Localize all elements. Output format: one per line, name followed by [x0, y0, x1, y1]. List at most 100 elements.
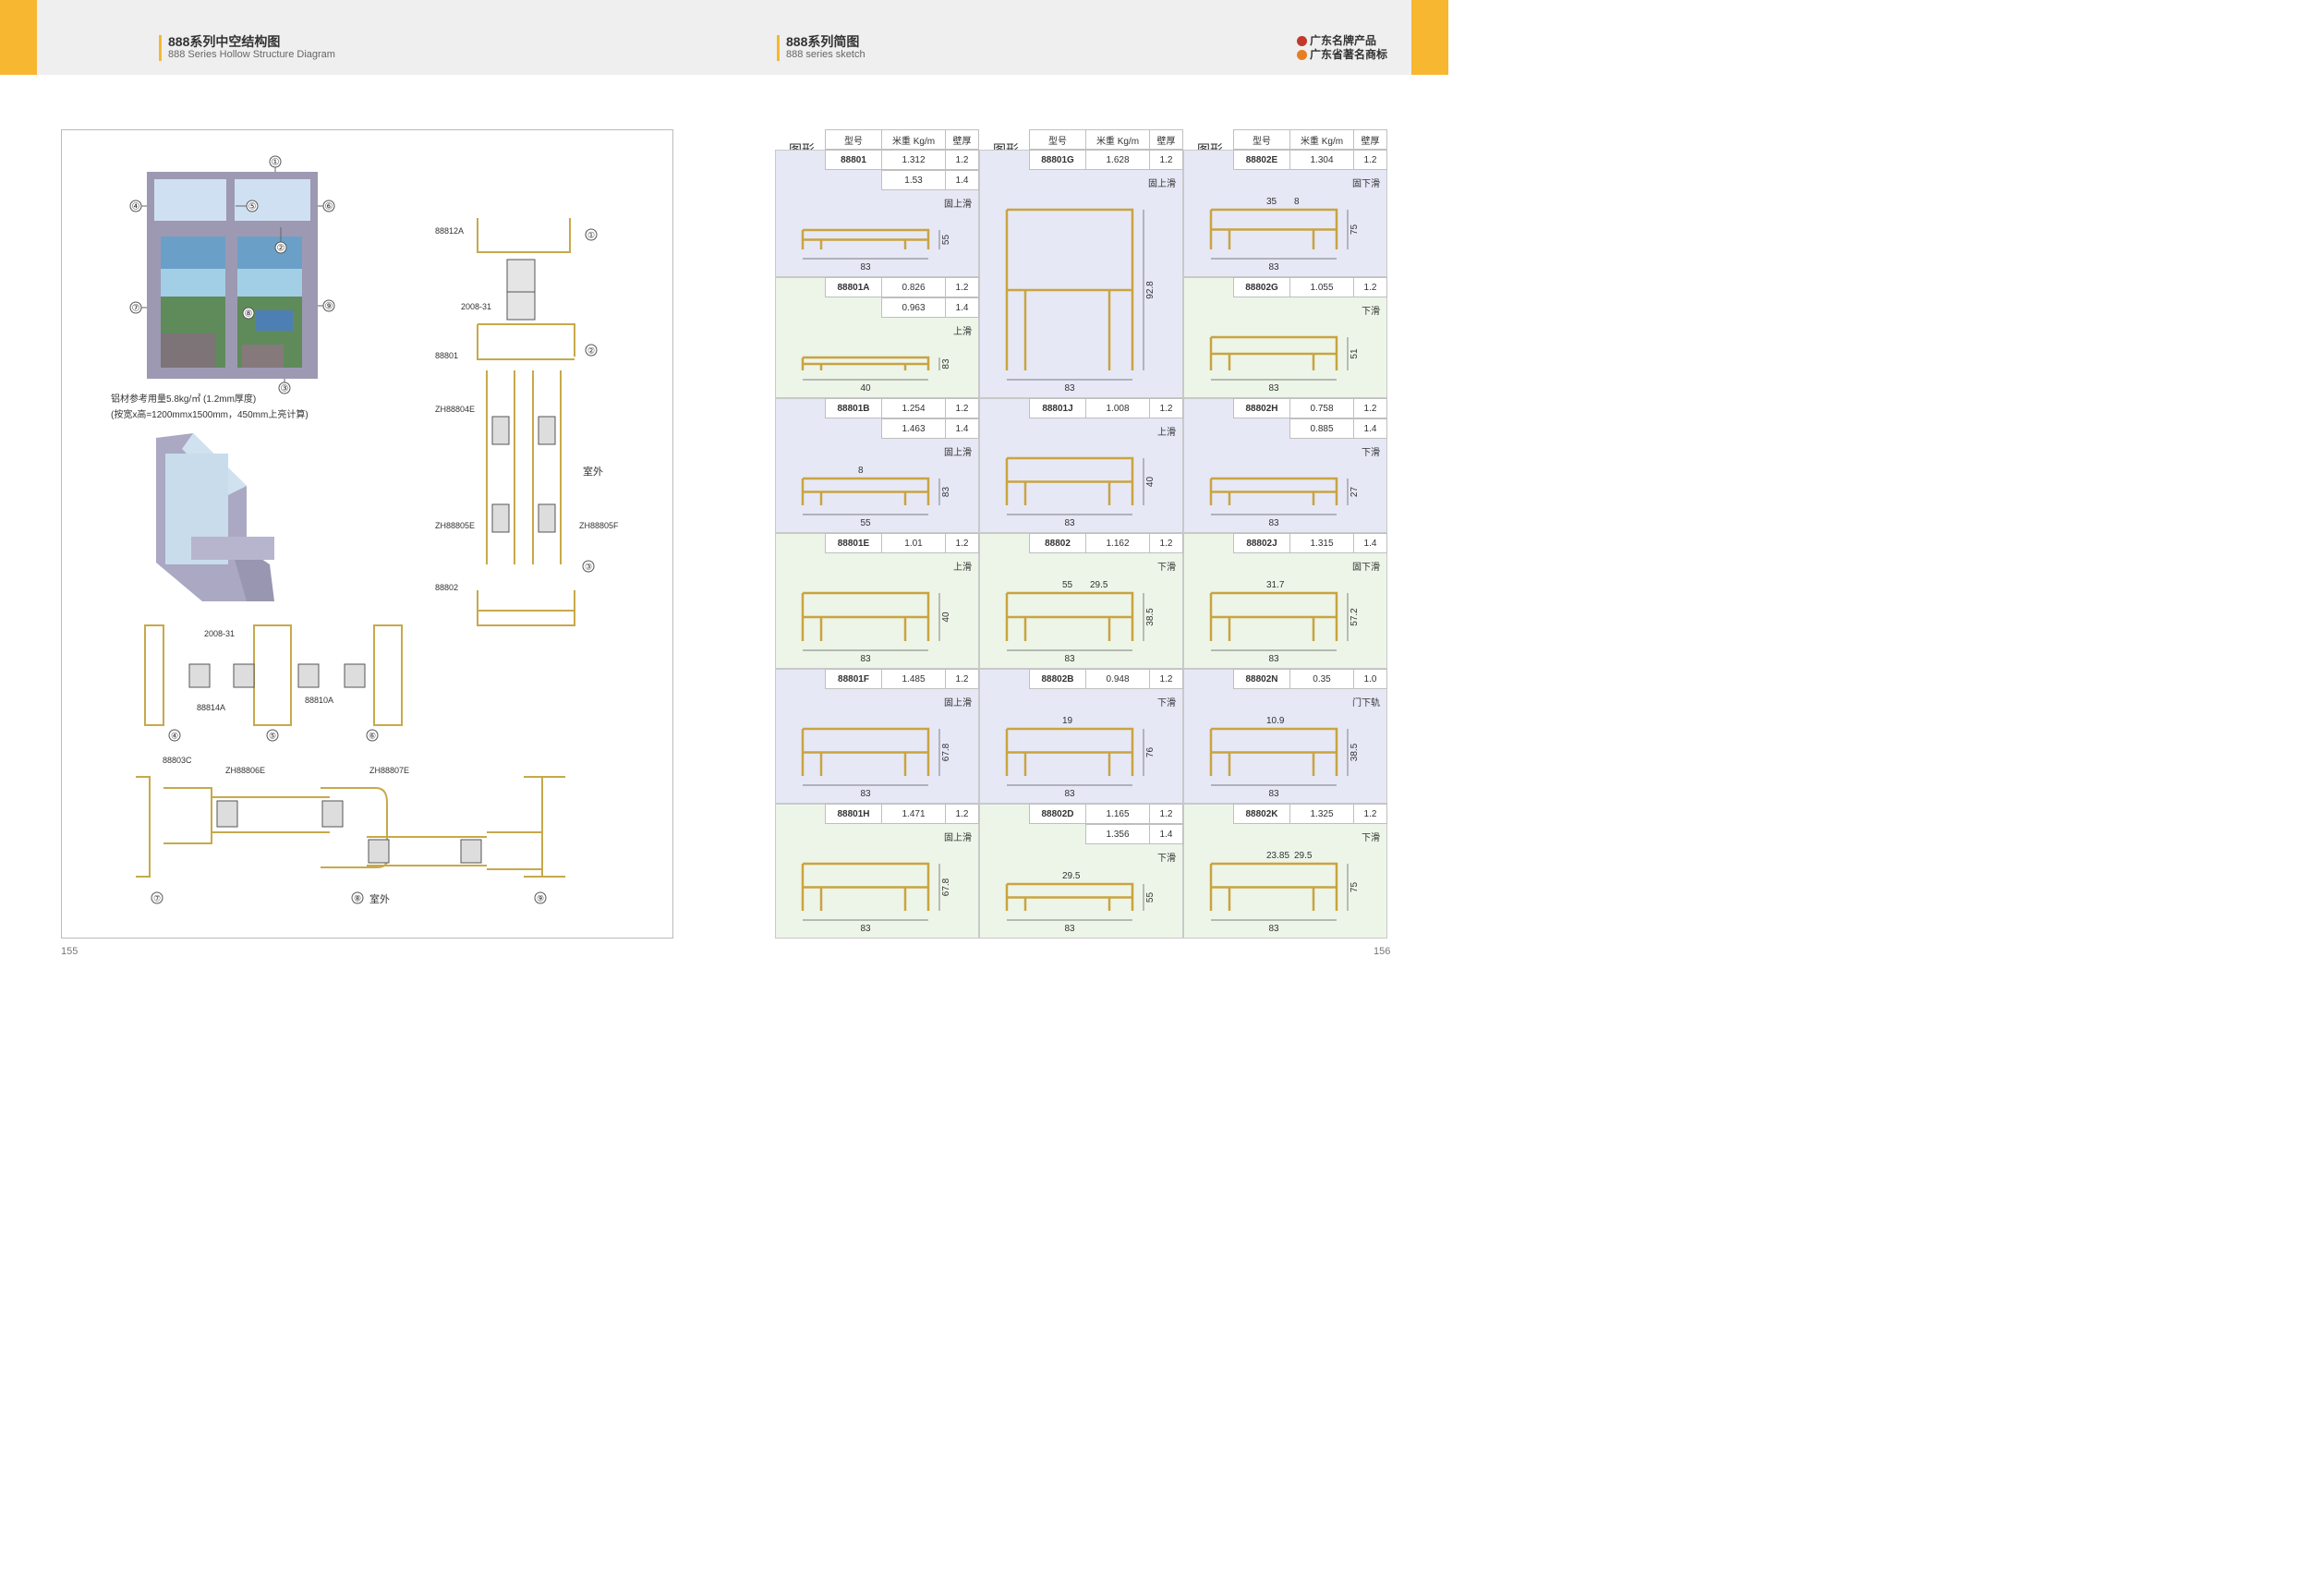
right-title-cn: 888系列简图 — [786, 34, 860, 49]
profile-model-cell: 88801F — [825, 669, 882, 689]
profile-outline — [1209, 591, 1338, 641]
page-number-left: 155 — [61, 946, 79, 957]
profile-model-cell: 88802K — [1233, 804, 1290, 824]
label-88801: 88801 — [435, 351, 458, 360]
window-callouts: ① ④ ⑤ ⑥ ② ⑦ ⑧ ⑨ ③ — [129, 155, 335, 394]
profile-wall-cell: 1.2 — [1149, 804, 1183, 824]
dimension-label: 83 — [1268, 924, 1279, 934]
profile-model-cell: 88802E — [1233, 150, 1290, 170]
profile-cell-88801J — [979, 398, 1183, 533]
label-outside-h: 室外 — [369, 892, 390, 905]
profile-weight-cell: 1.53 — [881, 170, 946, 190]
label-88803C: 88803C — [163, 756, 192, 765]
profile-type-tag: 固下滑 — [1352, 179, 1380, 189]
dimension-label: 29.5 — [1090, 580, 1108, 590]
dimension-label: 27 — [1350, 487, 1360, 498]
dimension-lines — [1211, 729, 1349, 786]
profile-wall-cell: 1.4 — [1353, 418, 1387, 439]
profile-weight-cell: 1.325 — [1289, 804, 1354, 824]
profile-weight-cell: 1.315 — [1289, 533, 1354, 553]
dimension-lines — [1007, 729, 1144, 786]
profile-model-cell: 88802B — [1029, 669, 1086, 689]
profile-type-tag: 下滑 — [1362, 833, 1380, 843]
profile-outline — [1209, 477, 1338, 505]
profile-wall-cell: 1.2 — [1353, 150, 1387, 170]
dimension-lines — [1211, 593, 1349, 651]
profile-wall-cell: 1.2 — [945, 533, 979, 553]
profile-sketch: 55 83 — [801, 228, 951, 273]
dimension-label: 83 — [1268, 262, 1279, 273]
profile-wall-cell: 1.2 — [945, 150, 979, 170]
dimension-label: 67.8 — [941, 878, 951, 896]
profile-wall-cell: 1.2 — [1149, 150, 1183, 170]
header-weight-0: 米重 Kg/m — [881, 129, 946, 150]
header-weight-1: 米重 Kg/m — [1085, 129, 1150, 150]
dimension-lines — [803, 230, 940, 260]
circle-7: ⑦ — [132, 304, 140, 314]
page-number-right: 156 — [1374, 946, 1391, 957]
profile-sketch: 57.231.783 — [1209, 580, 1360, 664]
profile-weight-cell: 0.35 — [1289, 669, 1354, 689]
dimension-label: 83 — [860, 262, 871, 273]
profile-sketch: 67.883 — [801, 727, 951, 799]
dimension-label: 92.8 — [1145, 281, 1156, 299]
dimension-label: 83 — [1064, 518, 1075, 528]
profile-outline — [1005, 456, 1134, 505]
mullion-section-labels: 2008-31 88814A 88810A ④ ⑤ ⑥ — [168, 629, 379, 742]
header-wall-2: 壁厚 — [1353, 129, 1387, 150]
profile-sketch-svg: 55 83 — [801, 228, 951, 273]
dimension-label: 83 — [860, 789, 871, 799]
dimension-label: 38.5 — [1350, 743, 1360, 761]
circle-7-h: ⑦ — [153, 894, 161, 903]
label-ZH88805F: ZH88805F — [579, 521, 619, 530]
profile-weight-cell: 1.055 — [1289, 277, 1354, 297]
dimension-label: 51 — [1350, 348, 1360, 359]
profile-type-tag: 固上滑 — [944, 448, 972, 458]
profile-model-cell: 88801 — [825, 150, 882, 170]
profile-wall-cell: 1.2 — [945, 669, 979, 689]
dimension-lines — [1211, 337, 1349, 381]
profile-cell-88801F — [775, 669, 979, 804]
profile-sketch: 67.883 — [801, 862, 951, 934]
profile-weight-cell: 1.471 — [881, 804, 946, 824]
dimension-label: 55 — [860, 518, 871, 528]
structure-diagram-svg: ① ④ ⑤ ⑥ ② ⑦ ⑧ ⑨ ③ 铝材参考用量5.8kg/㎡ (1.2mm厚度… — [111, 155, 619, 905]
label-88802: 88802 — [435, 583, 458, 592]
profile-wall-cell: 1.2 — [1353, 398, 1387, 418]
dimension-label: 40 — [1145, 477, 1156, 488]
dimension-label: 83 — [941, 487, 951, 498]
dimension-label: 38.5 — [1145, 608, 1156, 626]
dimension-label: 35 — [1266, 197, 1277, 207]
circle-2: ② — [277, 244, 285, 254]
profile-model-cell: 88801A — [825, 277, 882, 297]
header-weight-2: 米重 Kg/m — [1289, 129, 1354, 150]
left-accent-bar — [0, 0, 37, 75]
profile-outline — [801, 477, 930, 505]
dimension-label: 83 — [1268, 654, 1279, 664]
profile-outline — [801, 356, 930, 370]
left-title-cn: 888系列中空结构图 — [168, 34, 281, 49]
profile-type-tag: 上滑 — [1157, 428, 1176, 438]
dimension-lines — [1007, 458, 1144, 515]
profile-type-tag: 固上滑 — [944, 698, 972, 709]
dimension-lines — [1211, 479, 1349, 515]
profile-outline — [1005, 727, 1134, 776]
profile-type-tag: 固上滑 — [1148, 179, 1176, 189]
profile-wall-cell: 1.2 — [945, 804, 979, 824]
profile-model-cell: 88801H — [825, 804, 882, 824]
profile-weight-cell: 1.312 — [881, 150, 946, 170]
dimension-label: 55 — [941, 235, 951, 246]
profile-cell-88802E — [1183, 150, 1387, 277]
profile-sketch-svg: 67.883 — [801, 862, 951, 934]
profile-model-cell: 88801E — [825, 533, 882, 553]
dimension-lines — [803, 593, 940, 651]
dimension-label: 83 — [1064, 924, 1075, 934]
profile-type-tag: 固上滑 — [944, 833, 972, 843]
brand-badges: 广东名牌产品 广东省著名商标 — [1296, 34, 1387, 62]
